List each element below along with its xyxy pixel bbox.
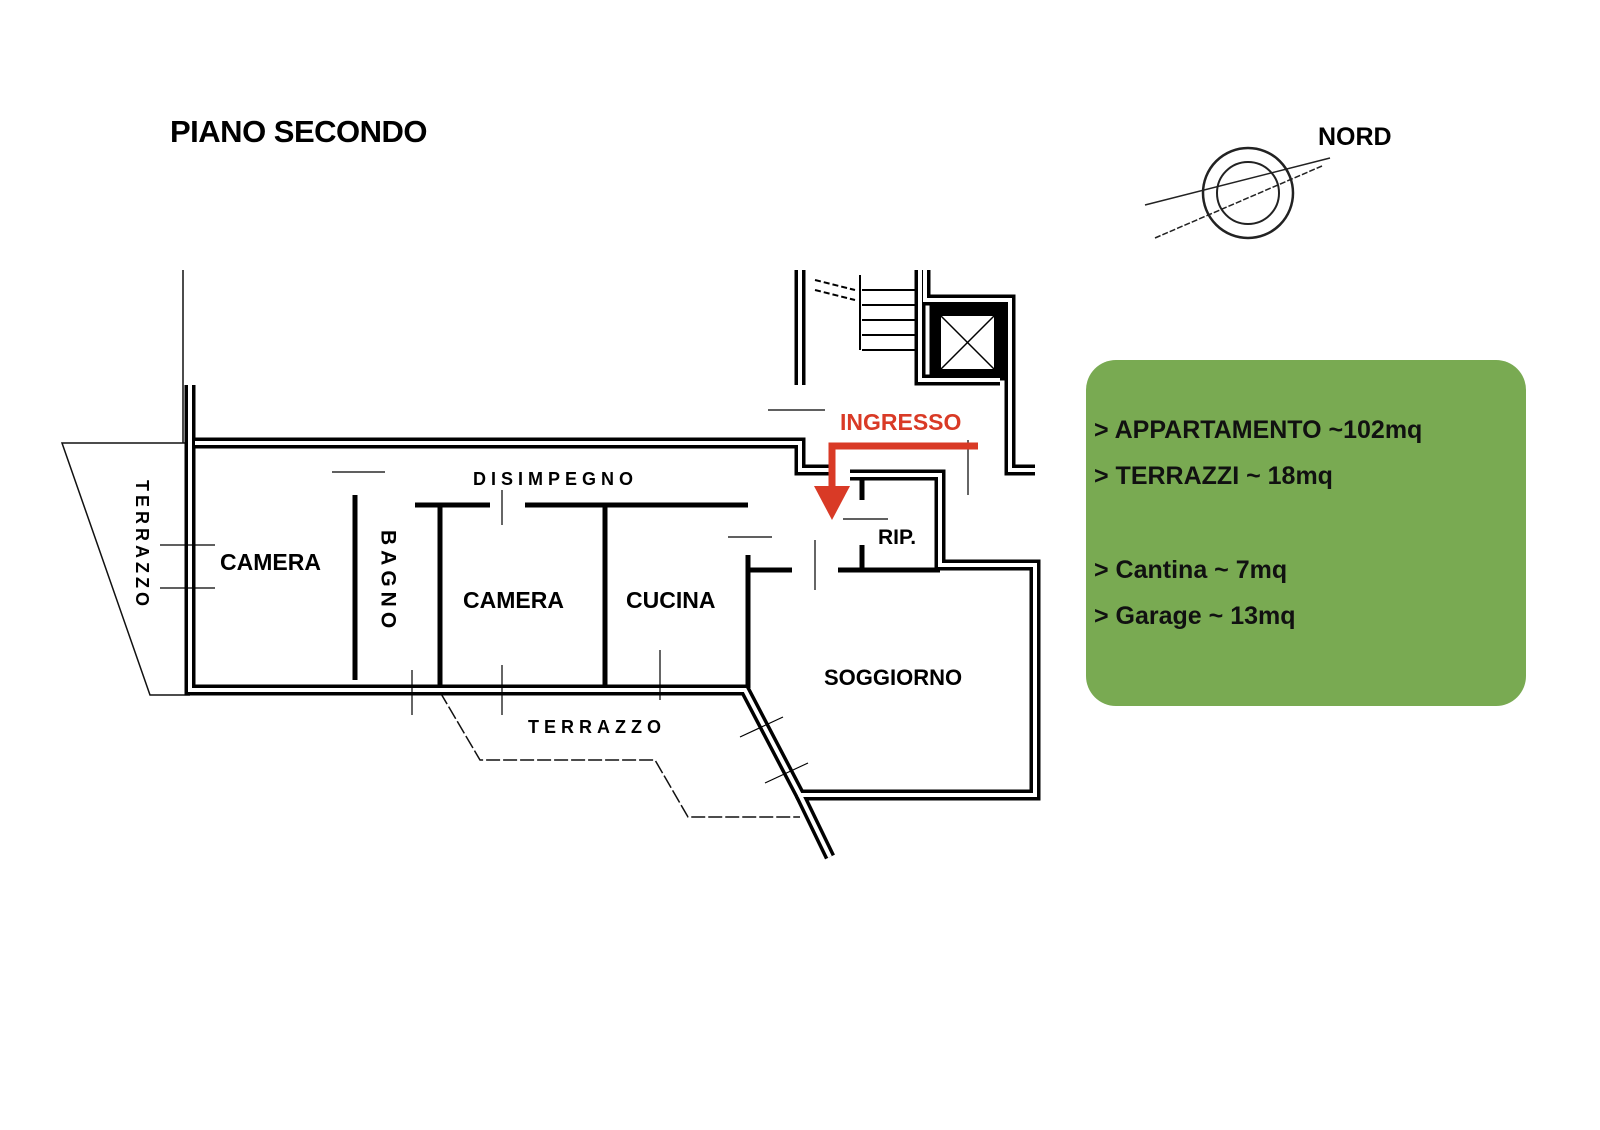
room-label-cucina: CUCINA bbox=[626, 587, 715, 613]
compass-label: NORD bbox=[1318, 123, 1392, 151]
page-title: PIANO SECONDO bbox=[170, 114, 428, 149]
walls bbox=[160, 270, 1041, 860]
room-label-terrazzo-left: TERRAZZO bbox=[132, 480, 152, 610]
info-line-terrazzi: > TERRAZZI ~ 18mq bbox=[1094, 462, 1333, 490]
area-summary-box: > APPARTAMENTO ~102mq > TERRAZZI ~ 18mq … bbox=[1086, 360, 1526, 706]
room-label-camera-1: CAMERA bbox=[220, 549, 321, 575]
room-label-soggiorno: SOGGIORNO bbox=[824, 665, 962, 690]
room-label-camera-2: CAMERA bbox=[463, 587, 564, 613]
ingresso-arrow-icon bbox=[814, 442, 978, 520]
room-label-disimpegno: DISIMPEGNO bbox=[473, 469, 638, 489]
room-label-bagno: BAGNO bbox=[377, 530, 400, 633]
compass-icon bbox=[1144, 146, 1331, 240]
room-label-ingresso: INGRESSO bbox=[840, 409, 961, 435]
room-label-rip: RIP. bbox=[878, 526, 916, 549]
info-line-garage: > Garage ~ 13mq bbox=[1094, 602, 1296, 630]
terrace-outlines bbox=[60, 270, 800, 818]
info-line-appartamento: > APPARTAMENTO ~102mq bbox=[1094, 416, 1423, 444]
info-line-cantina: > Cantina ~ 7mq bbox=[1094, 556, 1288, 584]
room-label-terrazzo-bottom: TERRAZZO bbox=[528, 717, 666, 737]
